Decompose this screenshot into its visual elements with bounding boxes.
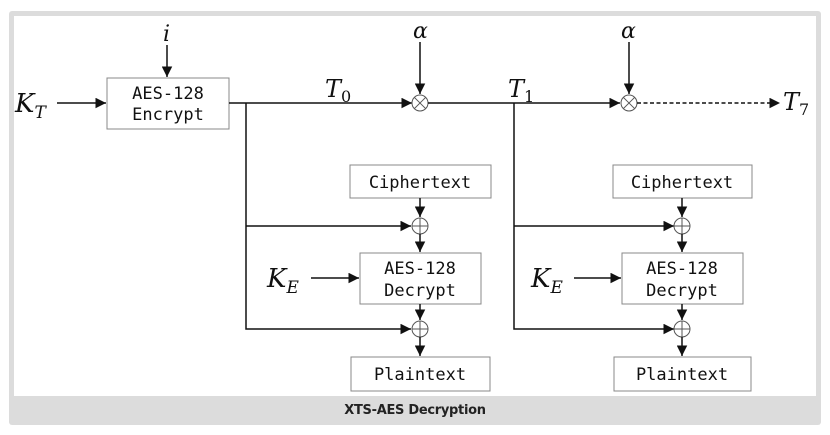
alpha-label-1: α [413,19,428,44]
xor-op-1b [673,320,691,338]
ciphertext-box-1 [612,164,753,199]
ciphertext-label-0: Ciphertext [369,173,471,193]
ciphertext-box-0 [349,164,492,199]
alpha-label-2: α [621,19,636,44]
decrypt-lane-0: Ciphertext AES-128 Decrypt KE Plaintext [245,103,492,392]
gf-multiply-op-1 [411,94,429,112]
decrypt-lane-1: Ciphertext AES-128 Decrypt KE Plaintext [513,103,753,392]
xor-op-0b [411,320,429,338]
plaintext-box-1 [613,356,752,392]
tweak-t0-label: T0 [325,75,351,106]
data-key-label-0: KE [266,264,299,298]
plaintext-label-1: Plaintext [636,365,728,385]
decrypt-line2-0: Decrypt [384,281,456,301]
decrypt-line1-1: AES-128 [646,259,718,279]
encrypt-line1: AES-128 [132,84,204,104]
plaintext-box-0 [350,356,491,392]
block-index-label: i [163,22,170,47]
tweak-t7-label: T7 [783,88,809,119]
xor-op-0a [411,217,429,235]
data-key-label-1: KE [530,264,563,298]
tweak-t1-label: T1 [508,75,534,106]
tweak-key-label: KT [14,89,47,123]
decrypt-line1-0: AES-128 [384,259,456,279]
encrypt-line2: Encrypt [132,105,204,125]
aes-encrypt-block: AES-128 Encrypt [106,77,230,130]
ciphertext-label-1: Ciphertext [631,173,733,193]
plaintext-label-0: Plaintext [374,365,466,385]
aes-decrypt-block-0 [359,252,482,305]
xor-op-1a [673,217,691,235]
decrypt-line2-1: Decrypt [646,281,718,301]
figure-caption: XTS-AES Decryption [344,403,486,418]
gf-multiply-op-2 [620,94,638,112]
